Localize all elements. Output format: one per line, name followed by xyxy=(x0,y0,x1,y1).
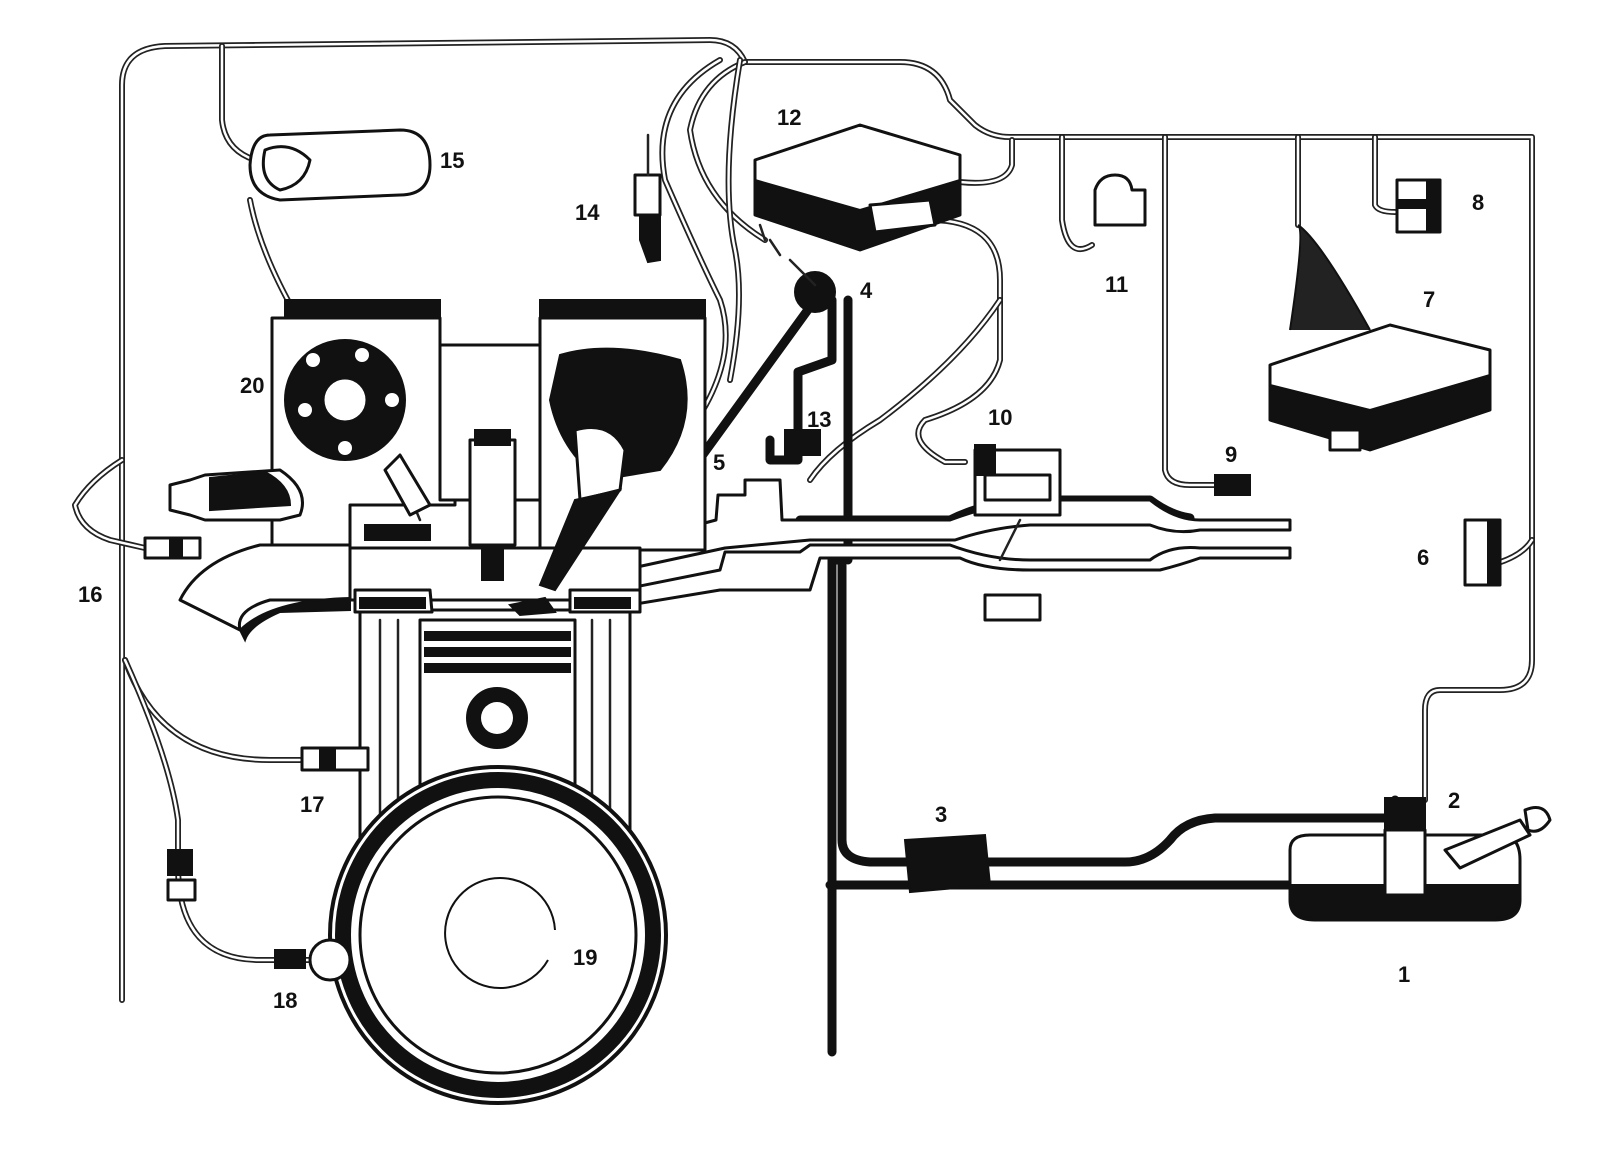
callout-5: 5 xyxy=(713,450,725,475)
components xyxy=(143,123,1552,982)
callout-20: 20 xyxy=(240,373,264,398)
callout-3: 3 xyxy=(935,802,947,827)
callout-1: 1 xyxy=(1398,962,1410,987)
callout-15: 15 xyxy=(440,148,464,173)
intake-manifold xyxy=(578,478,1292,612)
callout-16: 16 xyxy=(78,582,102,607)
callout-12: 12 xyxy=(777,105,801,130)
callout-2: 2 xyxy=(1448,788,1460,813)
flywheel xyxy=(328,765,668,1105)
callout-11: 11 xyxy=(1105,272,1128,297)
callout-18: 18 xyxy=(273,988,297,1013)
callout-7: 7 xyxy=(1423,287,1435,312)
callout-labels: 1 2 3 4 5 6 7 8 9 10 11 12 13 14 15 16 1… xyxy=(78,105,1484,1013)
callout-19: 19 xyxy=(573,945,597,970)
callout-9: 9 xyxy=(1225,442,1237,467)
callout-8: 8 xyxy=(1472,190,1484,215)
callout-14: 14 xyxy=(575,200,600,225)
callout-4: 4 xyxy=(860,278,873,303)
callout-17: 17 xyxy=(300,792,324,817)
callout-10: 10 xyxy=(988,405,1012,430)
callout-6: 6 xyxy=(1417,545,1429,570)
callout-13: 13 xyxy=(807,407,831,432)
